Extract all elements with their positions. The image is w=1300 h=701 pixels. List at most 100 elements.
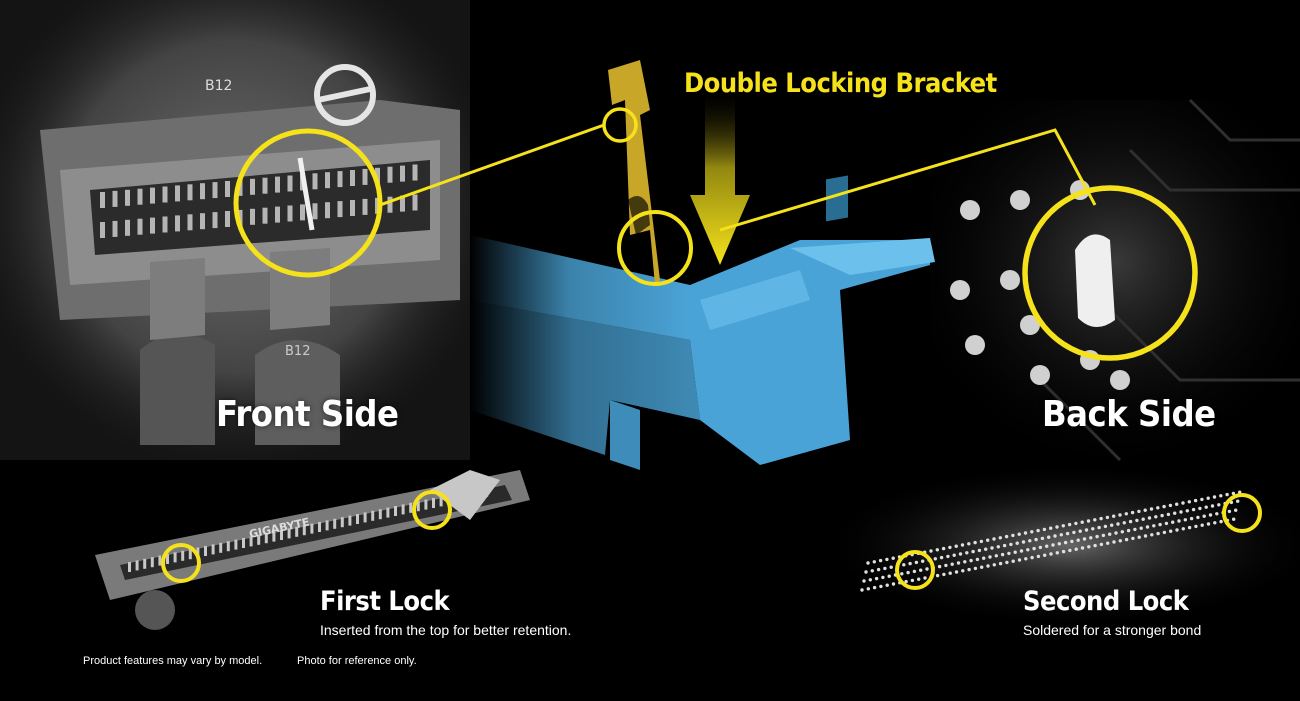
solder-pin	[998, 536, 1002, 540]
solder-pin	[870, 569, 874, 573]
slot-pin	[272, 531, 276, 542]
solder-pin	[1206, 522, 1211, 526]
solder-pin	[1160, 513, 1164, 518]
slot-pin	[280, 530, 283, 540]
solder-pin	[929, 549, 933, 553]
solder-pin	[1131, 536, 1135, 541]
slot-pin	[337, 171, 343, 188]
highlight-circles	[161, 107, 1262, 590]
solder-pin	[1034, 537, 1038, 542]
slot-pin	[135, 560, 139, 571]
solder-pin	[1217, 503, 1221, 507]
solder-pin	[1055, 551, 1060, 555]
solder-pin	[881, 575, 885, 580]
solder-pin	[1130, 510, 1135, 515]
solder-pin	[1040, 536, 1045, 541]
second-lock-right-highlight	[1222, 493, 1262, 533]
solder-pin	[1011, 533, 1015, 538]
solder-pin	[1074, 521, 1078, 526]
solder-pin	[1124, 537, 1129, 542]
solder-pin	[1091, 527, 1095, 531]
solder-pin	[1021, 540, 1026, 544]
solder-pin	[1053, 534, 1057, 538]
solder-pin	[1095, 534, 1099, 539]
solder-pin	[879, 584, 883, 589]
solder-pin	[862, 579, 866, 583]
slot-pin	[225, 181, 230, 197]
solder-pad	[950, 280, 970, 300]
front-lock-highlight	[233, 128, 383, 278]
slot-pin	[356, 514, 359, 524]
slot-pin	[262, 177, 268, 194]
solder-pin	[1156, 506, 1160, 510]
solder-pin	[950, 562, 954, 566]
solder-pin	[1149, 507, 1154, 511]
solder-pin	[1168, 503, 1173, 508]
solder-pin	[1137, 509, 1141, 514]
first-lock-description: Inserted from the top for better retenti…	[320, 622, 572, 638]
solder-pin	[1116, 522, 1120, 526]
solder-pin	[912, 569, 917, 574]
second-lock-description: Soldered for a stronger bond	[1023, 622, 1202, 638]
solder-pin	[1147, 516, 1152, 520]
solder-pin	[1028, 539, 1032, 543]
disclaimer-features: Product features may vary by model.	[83, 655, 263, 667]
slot-pin	[100, 222, 105, 238]
solder-pin	[1038, 545, 1043, 550]
solder-pin	[1171, 520, 1175, 524]
slot-pin	[318, 522, 321, 532]
slot-pin	[287, 205, 293, 222]
slot-pin	[100, 192, 105, 208]
solder-pin	[1108, 532, 1112, 536]
solder-pin	[935, 573, 940, 578]
solder-pin	[923, 576, 927, 580]
solder-pin	[1194, 524, 1198, 529]
solder-pin	[1206, 496, 1210, 500]
solder-pin	[1200, 523, 1204, 527]
solder-pin	[939, 555, 944, 560]
solder-pin	[958, 552, 963, 556]
solder-pin	[986, 564, 990, 568]
solder-pin	[1213, 521, 1217, 525]
slot-pin	[300, 204, 305, 221]
first-lock-photo: GIGABYTE	[95, 470, 530, 630]
solder-pin	[1067, 522, 1072, 527]
solder-pin	[1080, 546, 1085, 550]
solder-pin	[1231, 491, 1236, 496]
slot-pin	[432, 498, 435, 508]
slot-pin	[302, 525, 306, 536]
solder-pin	[919, 568, 923, 572]
solder-pin	[1118, 513, 1122, 517]
solder-pin	[965, 551, 969, 555]
slot-pin	[212, 182, 218, 199]
slot-pin	[394, 506, 397, 516]
solder-pin	[1181, 501, 1185, 505]
solder-pin	[1133, 527, 1137, 532]
slot-pin	[187, 214, 193, 231]
solder-pin	[872, 560, 876, 564]
solder-pin	[1070, 539, 1074, 544]
solder-pad	[1110, 370, 1130, 390]
slot-pin	[204, 546, 207, 556]
solder-pin	[1236, 499, 1240, 503]
solder-pin	[963, 560, 967, 564]
slot-pin	[125, 189, 130, 206]
slot-pin	[287, 175, 293, 192]
solder-pin	[1187, 525, 1192, 530]
slot-pin	[416, 501, 420, 512]
solder-pin	[944, 563, 948, 568]
solder-pin	[1141, 517, 1145, 521]
slot-pin	[412, 164, 418, 181]
slot-pin	[162, 216, 168, 233]
solder-pin	[990, 546, 994, 550]
slot-pin	[363, 512, 367, 523]
bracket-tip-highlight	[602, 107, 638, 143]
solder-pin	[969, 558, 973, 563]
solder-pin	[979, 539, 984, 544]
solder-pin	[1234, 508, 1238, 512]
solder-pin	[1026, 548, 1030, 552]
solder-pin	[942, 572, 946, 577]
solder-pin	[1087, 545, 1091, 549]
solder-pin	[1055, 525, 1059, 529]
